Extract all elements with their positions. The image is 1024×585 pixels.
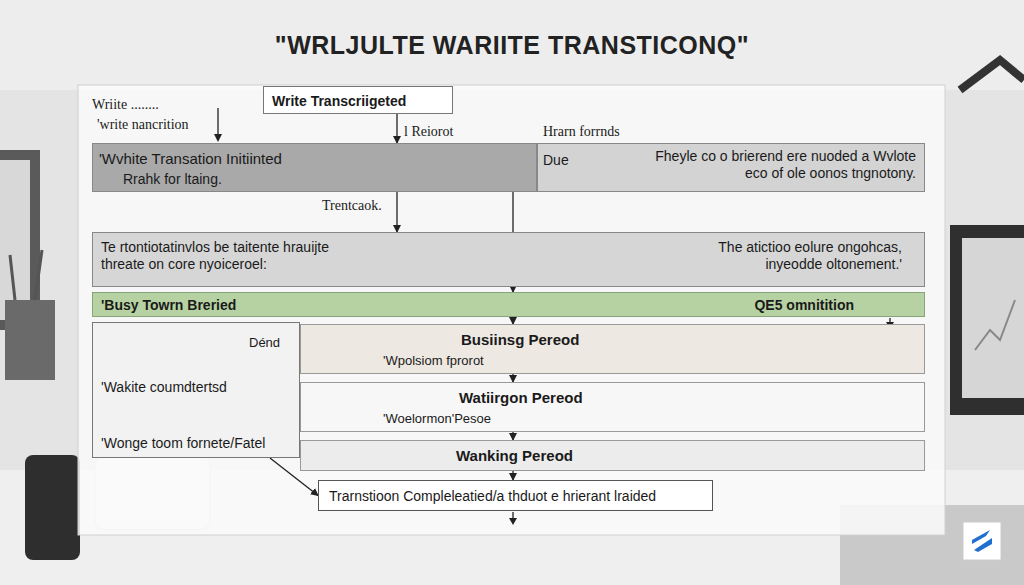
node-heading: 'Busy Towrn Breried [101,297,236,314]
node-heading: Trarnstioon Compleleatied/a thduot e hri… [329,488,656,505]
end-box: Trarnstioon Compleleatied/a thduot e hri… [318,480,713,511]
node-text: QE5 omnitition [754,297,854,314]
pen-cup [5,300,55,380]
logo-tile [963,522,1001,560]
arrow-head [214,134,222,142]
process-band: Due Fheyle co o brierend ere nuoded a Wvl… [537,143,925,192]
outcome-box: Dénd 'Wakite coumdtertsd 'Wonge toom forne… [92,322,300,458]
node-text: 'Woelormon'Pesoe [383,411,491,427]
flow-arrow [396,192,397,232]
diagram-panel [78,85,945,535]
leader-arrow [217,108,218,136]
right-screen [962,238,1024,398]
node-heading: Busiinsg Pereod [461,331,579,349]
annotation-label: 'write nancrition [97,117,189,133]
period-row: Wanking Pereod [300,440,925,471]
pen [35,250,42,300]
logo-mark [974,538,992,552]
node-text: 'Wpolsiom fprorot [383,353,484,369]
node-heading: Wanking Pereod [456,447,573,465]
period-row: Busiinsg Pereod 'Wpolsiom fprorot [300,324,925,374]
process-band: Te rtontiotatinvlos be taitente hrauijte… [92,232,925,287]
node-text: Fheyle co o brierend ere nuoded a Wvlote… [646,148,916,182]
node-heading: Watiirgon Pereod [459,389,583,407]
annotation-label: l Reiorot [404,124,453,140]
annotation-label: Trentcaok. [322,198,382,214]
node-text: Rrahk for ltaing. [123,171,222,188]
left-screen [0,160,30,320]
period-row: Watiirgon Pereod 'Woelormon'Pesoe [300,382,925,432]
pen [10,255,15,300]
lamp-arm [960,60,1024,90]
node-heading: Dénd [249,335,280,351]
node-text: 'Wonge toom fornete/Fatel [101,435,265,452]
flow-arrow [512,374,513,382]
flow-arrow [396,114,397,143]
node-heading: 'Wvhite Transation Initiinted [99,150,282,168]
arrow-head [509,518,517,525]
screen-chart [975,300,1015,350]
node-heading: Due [543,152,569,169]
flow-arrow [512,317,513,324]
node-text: The atictioo eolure ongohcas, inyeodde o… [662,239,902,273]
flow-arrow [512,471,513,480]
right-monitor [950,225,1024,415]
status-band: 'Busy Towrn Breried QE5 omnitition [92,292,925,317]
exit-arrow [512,512,513,519]
dark-mug [25,455,80,560]
node-heading: Write Transcriigeted [272,93,406,110]
flow-arrow [512,432,513,440]
start-box: Write Transcriigeted [263,86,453,114]
node-heading: Te rtontiotatinvlos be taitente hrauijte… [101,239,371,273]
diagram-title: "WRLJULTE WARIITE TRANSTICONQ" [0,31,1024,60]
annotation-label: Wriite ........ [92,97,159,113]
node-text: 'Wakite coumdtertsd [101,379,227,396]
wall-light [0,0,1024,90]
annotation-label: Hrarn forrnds [543,124,620,140]
process-band: 'Wvhite Transation InitiintedRrahk for l… [92,143,537,192]
